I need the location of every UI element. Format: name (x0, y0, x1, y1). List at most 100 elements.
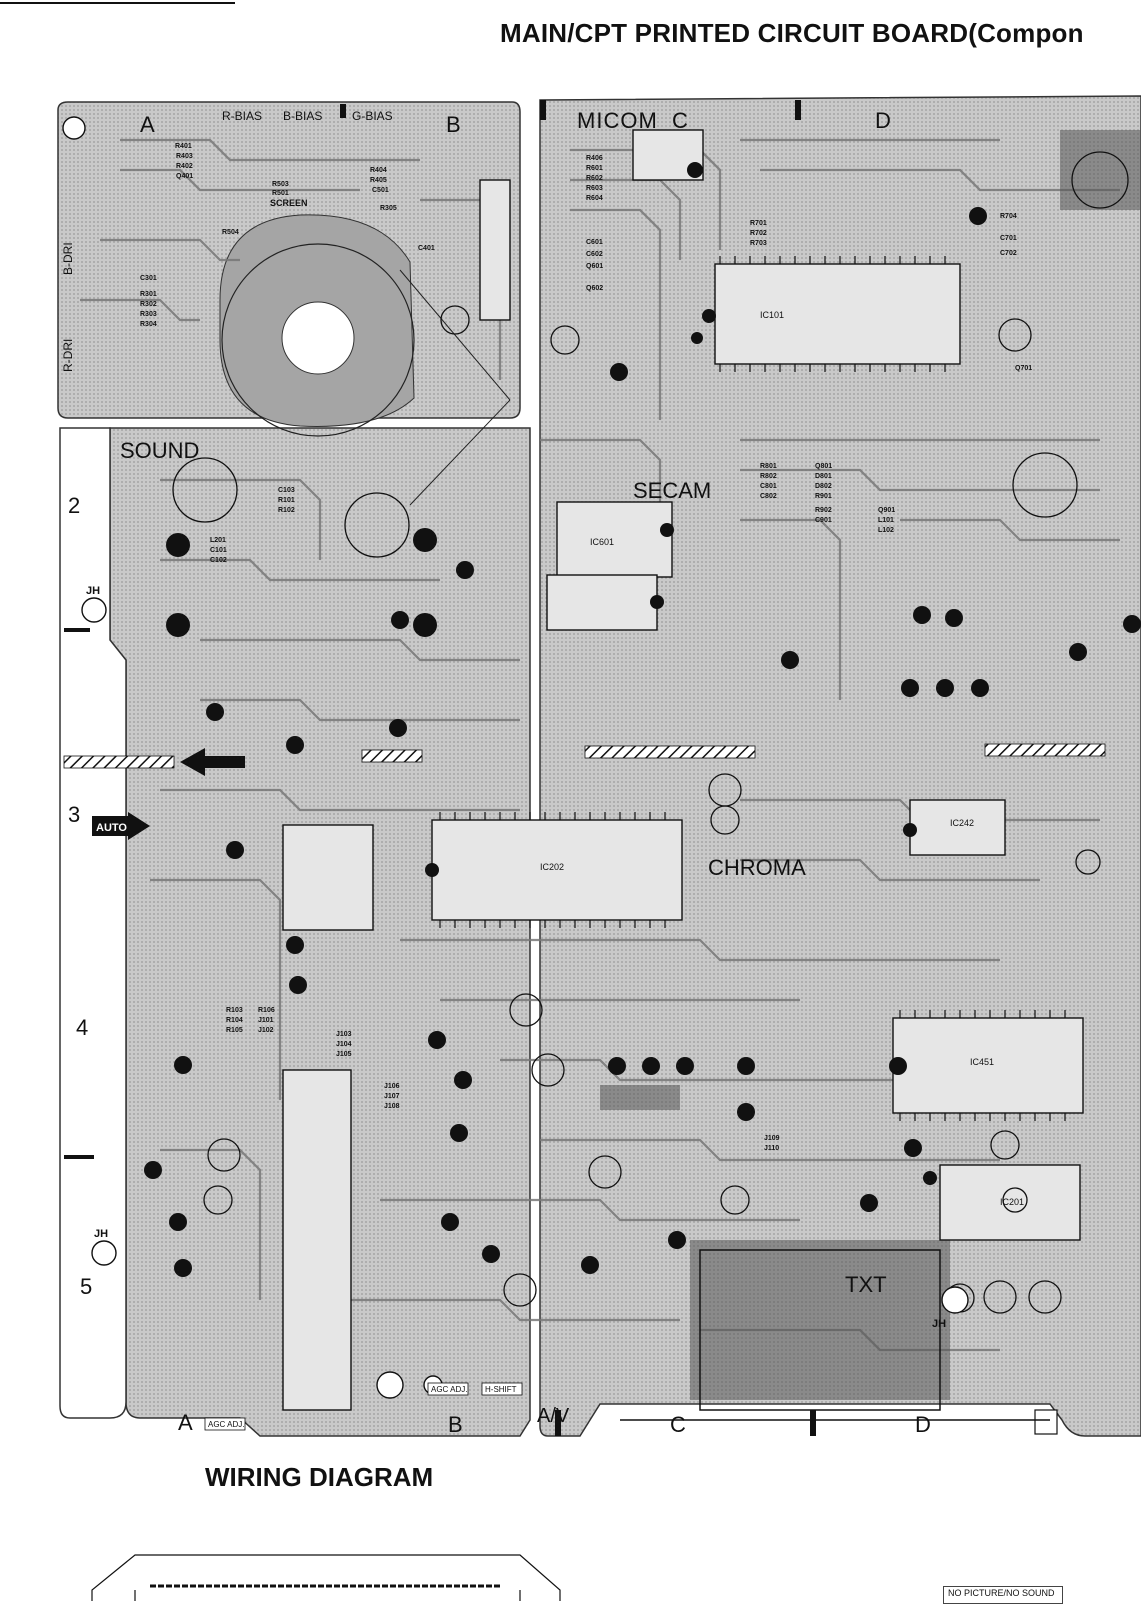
col-marker-d (810, 1410, 816, 1436)
adjust-box-hshift (481, 1382, 523, 1396)
transistors (144, 162, 1141, 1277)
shield-bar-mid (361, 749, 423, 763)
component-ref: Q602 (586, 285, 603, 292)
adjust-box-agc-left (204, 1417, 246, 1431)
component-ref: J107 (384, 1093, 400, 1100)
ic-sound (282, 824, 374, 931)
pcb-traces (80, 138, 1120, 1352)
component-ref: R301 (140, 291, 157, 298)
component-ref: R902 (815, 507, 832, 514)
component-ref: C901 (815, 517, 832, 524)
ic-right (939, 1164, 1081, 1241)
component-ref: Q601 (586, 263, 603, 270)
ic-ic242 (909, 799, 1006, 856)
component-ref: R101 (278, 497, 295, 504)
component-ref: R302 (140, 301, 157, 308)
ic-label-ic201: IC201 (1000, 1197, 1024, 1207)
section-label-secam: SECAM (633, 478, 711, 503)
component-ref: C401 (418, 245, 435, 252)
section-label-micom: MICOM (577, 108, 658, 133)
shield-bar-left (63, 755, 175, 769)
test-point-jh-bottom (941, 1286, 969, 1314)
component-ref: J102 (258, 1027, 274, 1034)
component-ref: R405 (370, 177, 387, 184)
drive-label-b: B-DRI (61, 242, 75, 275)
component-ref: Q801 (815, 463, 832, 470)
bottom-col-label-c: C (670, 1412, 686, 1437)
test-point-b (376, 1371, 404, 1399)
component-ref: R304 (140, 321, 157, 328)
component-ref: J108 (384, 1103, 400, 1110)
markers (64, 100, 1058, 1436)
no-picture-no-sound-label: NO PICTURE/NO SOUND (943, 1586, 1063, 1604)
col-marker-micom-left (540, 100, 546, 120)
crt-socket (219, 214, 511, 506)
component-ref: C103 (278, 487, 295, 494)
component-ref: L101 (878, 517, 894, 524)
row-label-2: 2 (68, 493, 80, 518)
component-ref: R406 (586, 155, 603, 162)
adjust-label-agc-mid: AGC ADJ. (431, 1385, 467, 1394)
component-ref: C701 (1000, 235, 1017, 242)
col-marker-cd (555, 1410, 561, 1436)
ic-micom (714, 263, 961, 365)
component-ref: C101 (210, 547, 227, 554)
component-ref: Q401 (176, 173, 193, 180)
integrated-circuits (282, 129, 1084, 1411)
ic-secam-2 (546, 574, 658, 631)
component-ref: R102 (278, 507, 295, 514)
ic-txt (892, 1017, 1084, 1114)
ic-cpt-a (479, 179, 511, 321)
component-ref: C602 (586, 251, 603, 258)
ic-secam (556, 501, 673, 578)
component-ref: J101 (258, 1017, 274, 1024)
component-ref: R303 (140, 311, 157, 318)
component-ref: R403 (176, 153, 193, 160)
connector-txt (620, 1249, 1050, 1421)
col-label-a: A (140, 112, 155, 137)
col-marker-micom-mid (795, 100, 801, 120)
left-rail (59, 427, 127, 1419)
ic-vertical (282, 1069, 352, 1411)
ic-label-ic451: IC451 (970, 1057, 994, 1067)
test-point-jh-lower (91, 1240, 117, 1266)
component-ref: R504 (222, 229, 239, 236)
bottom-col-label-d: D (915, 1412, 931, 1437)
left-arrow (180, 748, 245, 776)
section-label-av: A/V (537, 1405, 570, 1427)
component-ref: C802 (760, 493, 777, 500)
section-label-txt: TXT (845, 1272, 887, 1297)
bias-label-r: R-BIAS (222, 109, 262, 123)
board-outline (57, 95, 1141, 1437)
col-label-b: B (446, 112, 461, 137)
auto-label: AUTO (96, 822, 127, 834)
component-ref: L102 (878, 527, 894, 534)
component-ref: C702 (1000, 250, 1017, 257)
col-label-c: C (672, 108, 688, 133)
ic-pins (439, 256, 1066, 1121)
page-title: MAIN/CPT PRINTED CIRCUIT BOARD(Compon (500, 18, 1084, 48)
component-ref: L201 (210, 537, 226, 544)
component-ref: R702 (750, 230, 767, 237)
component-ref: J103 (336, 1031, 352, 1038)
shield-bar-right (984, 743, 1106, 757)
col-label-d: D (875, 108, 891, 133)
crt-neck-hole (281, 301, 355, 375)
component-ref: J110 (764, 1145, 779, 1152)
component-ref: R503 (272, 181, 289, 188)
shield-bars (63, 743, 1106, 769)
ic-label-ic202: IC202 (540, 862, 564, 872)
bias-label-g: G-BIAS (352, 109, 393, 123)
top-rule (0, 2, 235, 4)
component-ref: R603 (586, 185, 603, 192)
section-label-chroma: CHROMA (708, 855, 806, 880)
component-ref: D802 (815, 483, 832, 490)
section-label-sound: SOUND (120, 438, 199, 463)
component-ref: R501 (272, 190, 289, 197)
component-ref: D801 (815, 473, 832, 480)
auto-arrow (128, 812, 150, 840)
wiring-diagram-title: WIRING DIAGRAM (205, 1462, 434, 1492)
jh-label-lower: JH (94, 1228, 108, 1240)
component-ref: R901 (815, 493, 832, 500)
ic-chroma (431, 819, 683, 921)
